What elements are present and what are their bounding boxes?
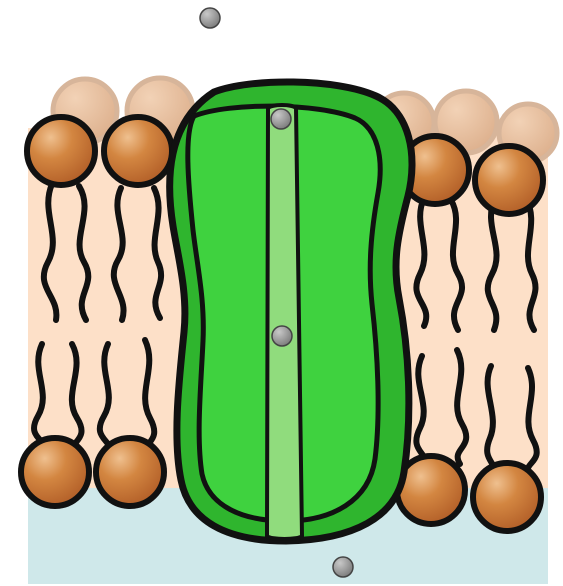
protein-channel: [267, 105, 302, 539]
molecule-top: [200, 8, 220, 28]
molecule-bottom: [333, 557, 353, 577]
molecule-in-channel-middle: [272, 326, 292, 346]
channel-protein: [170, 82, 412, 541]
molecule-in-channel-upper: [271, 109, 291, 129]
